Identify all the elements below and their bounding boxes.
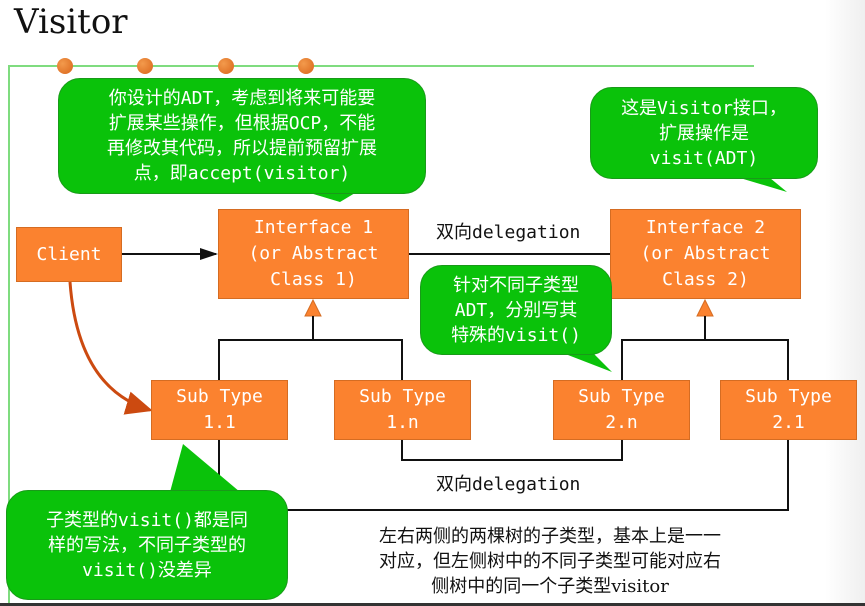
callout-accept-visitor: 你设计的ADT，考虑到将来可能要 扩展某些操作，但根据OCP，不能 再修改其代码…: [58, 78, 426, 194]
delegation-label-top: 双向delegation: [436, 222, 581, 243]
delegation-line-inner: [401, 440, 623, 461]
subtype-1-1-box: Sub Type 1.1: [151, 380, 288, 440]
subtype-1-n-box: Sub Type 1.n: [334, 380, 471, 440]
subtype-2-n-box: Sub Type 2.n: [553, 380, 690, 440]
slide-bottom-border: [0, 603, 865, 606]
inheritance-tree-1: [218, 298, 403, 380]
callout-tail-bottom-left: [170, 444, 240, 492]
client-to-subtype11-arrow: [68, 281, 153, 415]
callout-tail-middle: [555, 350, 612, 372]
inheritance-tree-2: [621, 298, 789, 380]
bullet-dot-2: [137, 58, 153, 74]
callout-tail-top-right: [740, 178, 787, 192]
callout-visitor-interface: 这是Visitor接口， 扩展操作是 visit(ADT): [590, 87, 818, 179]
bullet-dot-3: [218, 58, 234, 74]
interface1-box: Interface 1 (or Abstract Class 1): [218, 209, 409, 299]
explanation-note: 左右两侧的两棵树的子类型，基本上是一一 对应，但左侧树中的不同子类型可能对应右 …: [379, 526, 721, 597]
title-divider-line: [8, 65, 754, 67]
bullet-dot-4: [298, 58, 314, 74]
callout-specific-visit: 针对不同子类型 ADT，分别写其 特殊的visit(): [420, 265, 612, 355]
slide-title: Visitor: [14, 2, 128, 42]
slide-edge-shade: [825, 0, 865, 606]
subtype-2-1-box: Sub Type 2.1: [720, 380, 857, 440]
callout-same-visit: 子类型的visit()都是同 样的写法，不同子类型的 visit()没差异: [6, 490, 288, 600]
client-box: Client: [16, 227, 122, 282]
delegation-label-bottom: 双向delegation: [436, 474, 581, 495]
bullet-dot-1: [57, 58, 73, 74]
left-accent-line: [8, 65, 10, 606]
interface2-box: Interface 2 (or Abstract Class 2): [610, 209, 801, 299]
